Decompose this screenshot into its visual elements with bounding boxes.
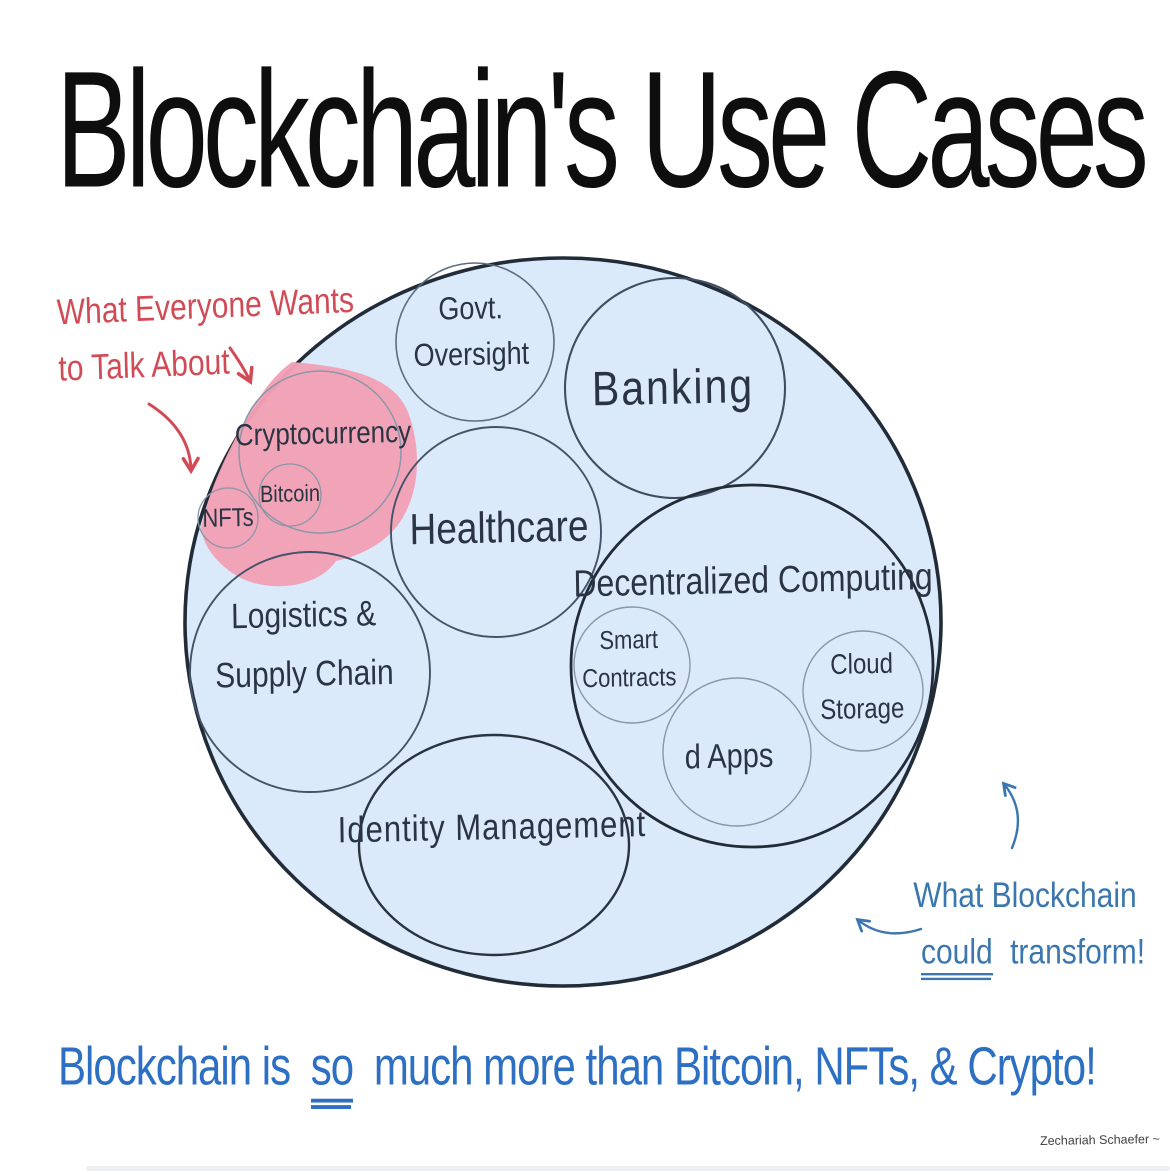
logistics-line1: Logistics &	[230, 594, 377, 637]
decentralized-computing-circle	[569, 483, 935, 849]
bubble-label-cryptocurrency: Cryptocurrency	[234, 413, 412, 453]
blue-annotation-could: could	[921, 932, 993, 976]
caption-part1: Blockchain is	[58, 1036, 291, 1097]
blue-annotation-line1: What Blockchain	[913, 876, 1137, 916]
bottom-caption: Blockchain is so much more than Bitcoin,…	[58, 1036, 1158, 1103]
bubble-label-decentralized-computing: Decentralized Computing	[573, 554, 933, 605]
bubble-label-dapps: d Apps	[684, 737, 774, 777]
caption-part2: much more than Bitcoin, NFTs, & Crypto!	[373, 1036, 1097, 1097]
cloud-line1: Cloud	[830, 647, 894, 682]
bubble-label-cloud-storage: Cloud Storage	[819, 642, 905, 734]
blue-annotation: What Blockchain could transform!	[905, 868, 1145, 981]
red-arrow-curved	[147, 402, 200, 475]
bubble-label-nfts: NFTs	[202, 502, 254, 533]
caption-underlined-so: so	[310, 1036, 354, 1103]
cloud-storage-circle	[802, 630, 924, 752]
bubble-label-logistics: Logistics & Supply Chain	[214, 585, 394, 705]
smart-line1: Smart	[599, 624, 659, 656]
bubble-label-healthcare: Healthcare	[409, 501, 589, 554]
smart-contracts-circle	[573, 606, 691, 724]
blue-arrow-left	[855, 917, 923, 935]
bubble-label-banking: Banking	[591, 358, 755, 416]
govt-oversight-circle	[395, 262, 555, 422]
identity-management-circle	[357, 733, 631, 957]
logistics-circle	[189, 551, 431, 793]
banking-circle	[563, 276, 787, 500]
blue-annotation-line2: could transform!	[921, 925, 1145, 982]
bottom-divider	[86, 1166, 1170, 1171]
blue-arrow-up	[1001, 781, 1020, 850]
bubble-label-bitcoin: Bitcoin	[259, 480, 321, 509]
logistics-line2: Supply Chain	[214, 652, 394, 696]
bitcoin-circle	[258, 463, 322, 527]
healthcare-circle	[390, 426, 602, 638]
govt-line2: Oversight	[413, 335, 530, 374]
dapps-circle	[662, 677, 812, 827]
red-annotation: What Everyone Wants to Talk About	[56, 274, 356, 398]
cryptocurrency-circle	[238, 370, 402, 534]
blue-annotation-rest: transform!	[1010, 932, 1146, 972]
smart-line2: Contracts	[581, 661, 677, 694]
page-title: Blockchain's Use Cases	[56, 36, 1149, 222]
bubble-label-identity-management: Identity Management	[337, 803, 647, 851]
govt-line1: Govt.	[438, 289, 504, 327]
red-arrow-short	[228, 346, 254, 385]
artist-signature: Zechariah Schaefer ~	[1039, 1131, 1160, 1149]
bubble-label-govt-oversight: Govt. Oversight	[413, 285, 530, 380]
bubble-label-smart-contracts: Smart Contracts	[581, 620, 677, 697]
nfts-circle	[197, 487, 259, 549]
cloud-line2: Storage	[820, 693, 905, 727]
